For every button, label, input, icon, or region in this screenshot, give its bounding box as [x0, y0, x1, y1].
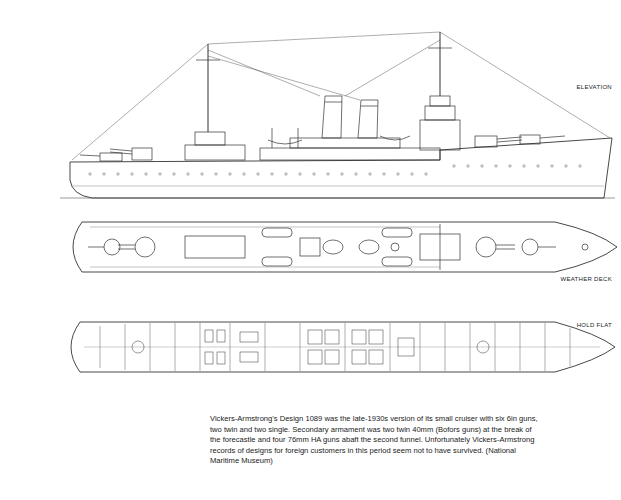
hold-flat-plan	[71, 322, 615, 372]
weather-deck-plan	[73, 222, 617, 272]
view-label: WEATHER DECK	[560, 276, 614, 282]
view-label: ELEVATION	[576, 84, 614, 90]
figure-caption: Vickers-Armstrong's Design 1089 was the …	[210, 414, 538, 467]
view-label: HOLD FLAT	[576, 322, 613, 328]
elevation-view	[60, 32, 615, 198]
